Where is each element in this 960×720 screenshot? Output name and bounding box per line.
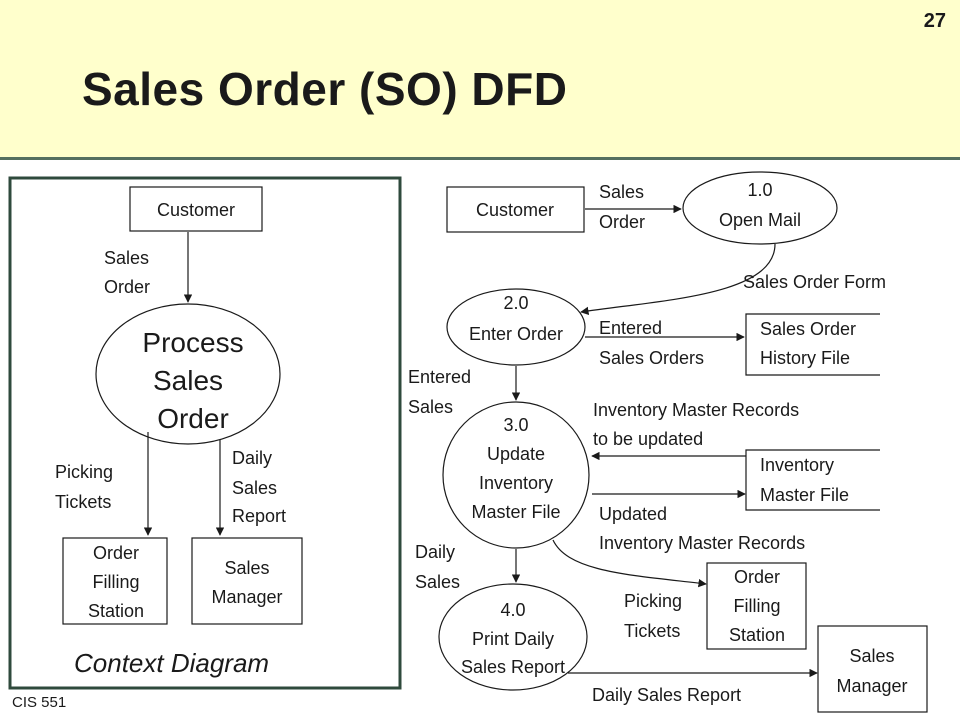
flow-records-to-update-label-1: Inventory Master Records — [593, 400, 799, 420]
customer-entity — [446, 186, 585, 233]
context-process-label-1: Process — [142, 327, 243, 358]
context-diagram-caption: Context Diagram — [74, 648, 269, 678]
process-4-print-report — [438, 583, 588, 691]
flow-picking-tickets-label-1: Picking — [624, 591, 682, 611]
process-3-name-3: Master File — [471, 502, 560, 522]
process-2-name: Enter Order — [469, 324, 563, 344]
process-1-name: Open Mail — [719, 210, 801, 230]
store-history-label-1: Sales Order — [760, 319, 856, 339]
context-flow-sales-order-label-1: Sales — [104, 248, 149, 268]
context-customer-label: Customer — [157, 200, 235, 220]
flow-picking-tickets-arrow — [552, 539, 707, 588]
process-3-name-2: Inventory — [479, 473, 553, 493]
flow-sales-order-label-2: Order — [599, 212, 645, 232]
order-filling-station-label-3: Station — [729, 625, 785, 645]
flow-sales-order-form-label: Sales Order Form — [743, 272, 886, 292]
process-3-update-inventory — [442, 401, 590, 549]
flow-entered-sales-orders-label-1: Entered — [599, 318, 662, 338]
customer-label: Customer — [476, 200, 554, 220]
context-diagram-frame — [8, 176, 402, 690]
context-order-filling-station-label-3: Station — [88, 601, 144, 621]
context-process-label-3: Order — [157, 403, 229, 434]
flow-records-to-update-label-2: to be updated — [593, 429, 703, 449]
context-process-label-2: Sales — [153, 365, 223, 396]
context-flow-daily-sales-report-label-3: Report — [232, 506, 286, 526]
context-process-sales-order — [95, 303, 281, 445]
context-order-filling-station-entity — [62, 537, 168, 625]
context-flow-daily-sales-report-label-1: Daily — [232, 448, 272, 468]
course-code-footer: CIS 551 — [12, 694, 67, 711]
context-order-filling-station-label-1: Order — [93, 543, 139, 563]
flow-entered-sales-orders-label-2: Sales Orders — [599, 348, 704, 368]
process-4-number: 4.0 — [500, 600, 525, 620]
context-flow-sales-order-label-2: Order — [104, 277, 150, 297]
process-3-name-1: Update — [487, 444, 545, 464]
store-inventory-label-1: Inventory — [760, 455, 834, 475]
context-customer-entity — [129, 186, 263, 232]
process-2-enter-order — [446, 288, 586, 366]
detail-dfd: Customer Sales Order 1.0 Open Mail Sales… — [408, 171, 928, 713]
order-filling-station-label-2: Filling — [733, 596, 780, 616]
process-3-number: 3.0 — [503, 415, 528, 435]
flow-picking-tickets-label-2: Tickets — [624, 621, 680, 641]
order-filling-station-label-1: Order — [734, 567, 780, 587]
page-number: 27 — [923, 10, 946, 32]
sales-manager-label-2: Manager — [836, 676, 907, 696]
sales-manager-label-1: Sales — [849, 646, 894, 666]
flow-daily-sales-label-2: Sales — [415, 572, 460, 592]
slide-title: Sales Order (SO) DFD — [82, 63, 568, 115]
context-sales-manager-label-1: Sales — [224, 558, 269, 578]
flow-entered-sales-label-1: Entered — [408, 367, 471, 387]
context-flow-daily-sales-report-label-2: Sales — [232, 478, 277, 498]
context-flow-picking-tickets-label-1: Picking — [55, 462, 113, 482]
flow-updated-records-label-1: Updated — [599, 504, 667, 524]
context-diagram: Customer Sales Order Process Sales Order… — [8, 176, 402, 690]
order-filling-station-entity — [706, 562, 807, 650]
context-order-filling-station-label-2: Filling — [92, 572, 139, 592]
process-2-number: 2.0 — [503, 293, 528, 313]
flow-sales-order-form-arrow — [580, 243, 776, 316]
sales-manager-entity — [817, 625, 928, 713]
process-1-open-mail — [682, 171, 838, 245]
store-history-file-shape — [745, 313, 880, 376]
store-history-label-2: History File — [760, 348, 850, 368]
flow-sales-order-label-1: Sales — [599, 182, 644, 202]
process-4-name-1: Print Daily — [472, 629, 554, 649]
slide-header: 27 Sales Order (SO) DFD — [0, 0, 960, 160]
process-1-number: 1.0 — [747, 180, 772, 200]
context-sales-manager-entity — [191, 537, 303, 625]
flow-daily-sales-label-1: Daily — [415, 542, 455, 562]
store-inventory-label-2: Master File — [760, 485, 849, 505]
context-flow-picking-tickets-label-2: Tickets — [55, 492, 111, 512]
store-inventory-master-shape — [745, 449, 880, 511]
flow-updated-records-label-2: Inventory Master Records — [599, 533, 805, 553]
flow-entered-sales-label-2: Sales — [408, 397, 453, 417]
process-4-name-2: Sales Report — [461, 657, 565, 677]
flow-daily-sales-report-label: Daily Sales Report — [592, 685, 741, 705]
context-sales-manager-label-2: Manager — [211, 587, 282, 607]
